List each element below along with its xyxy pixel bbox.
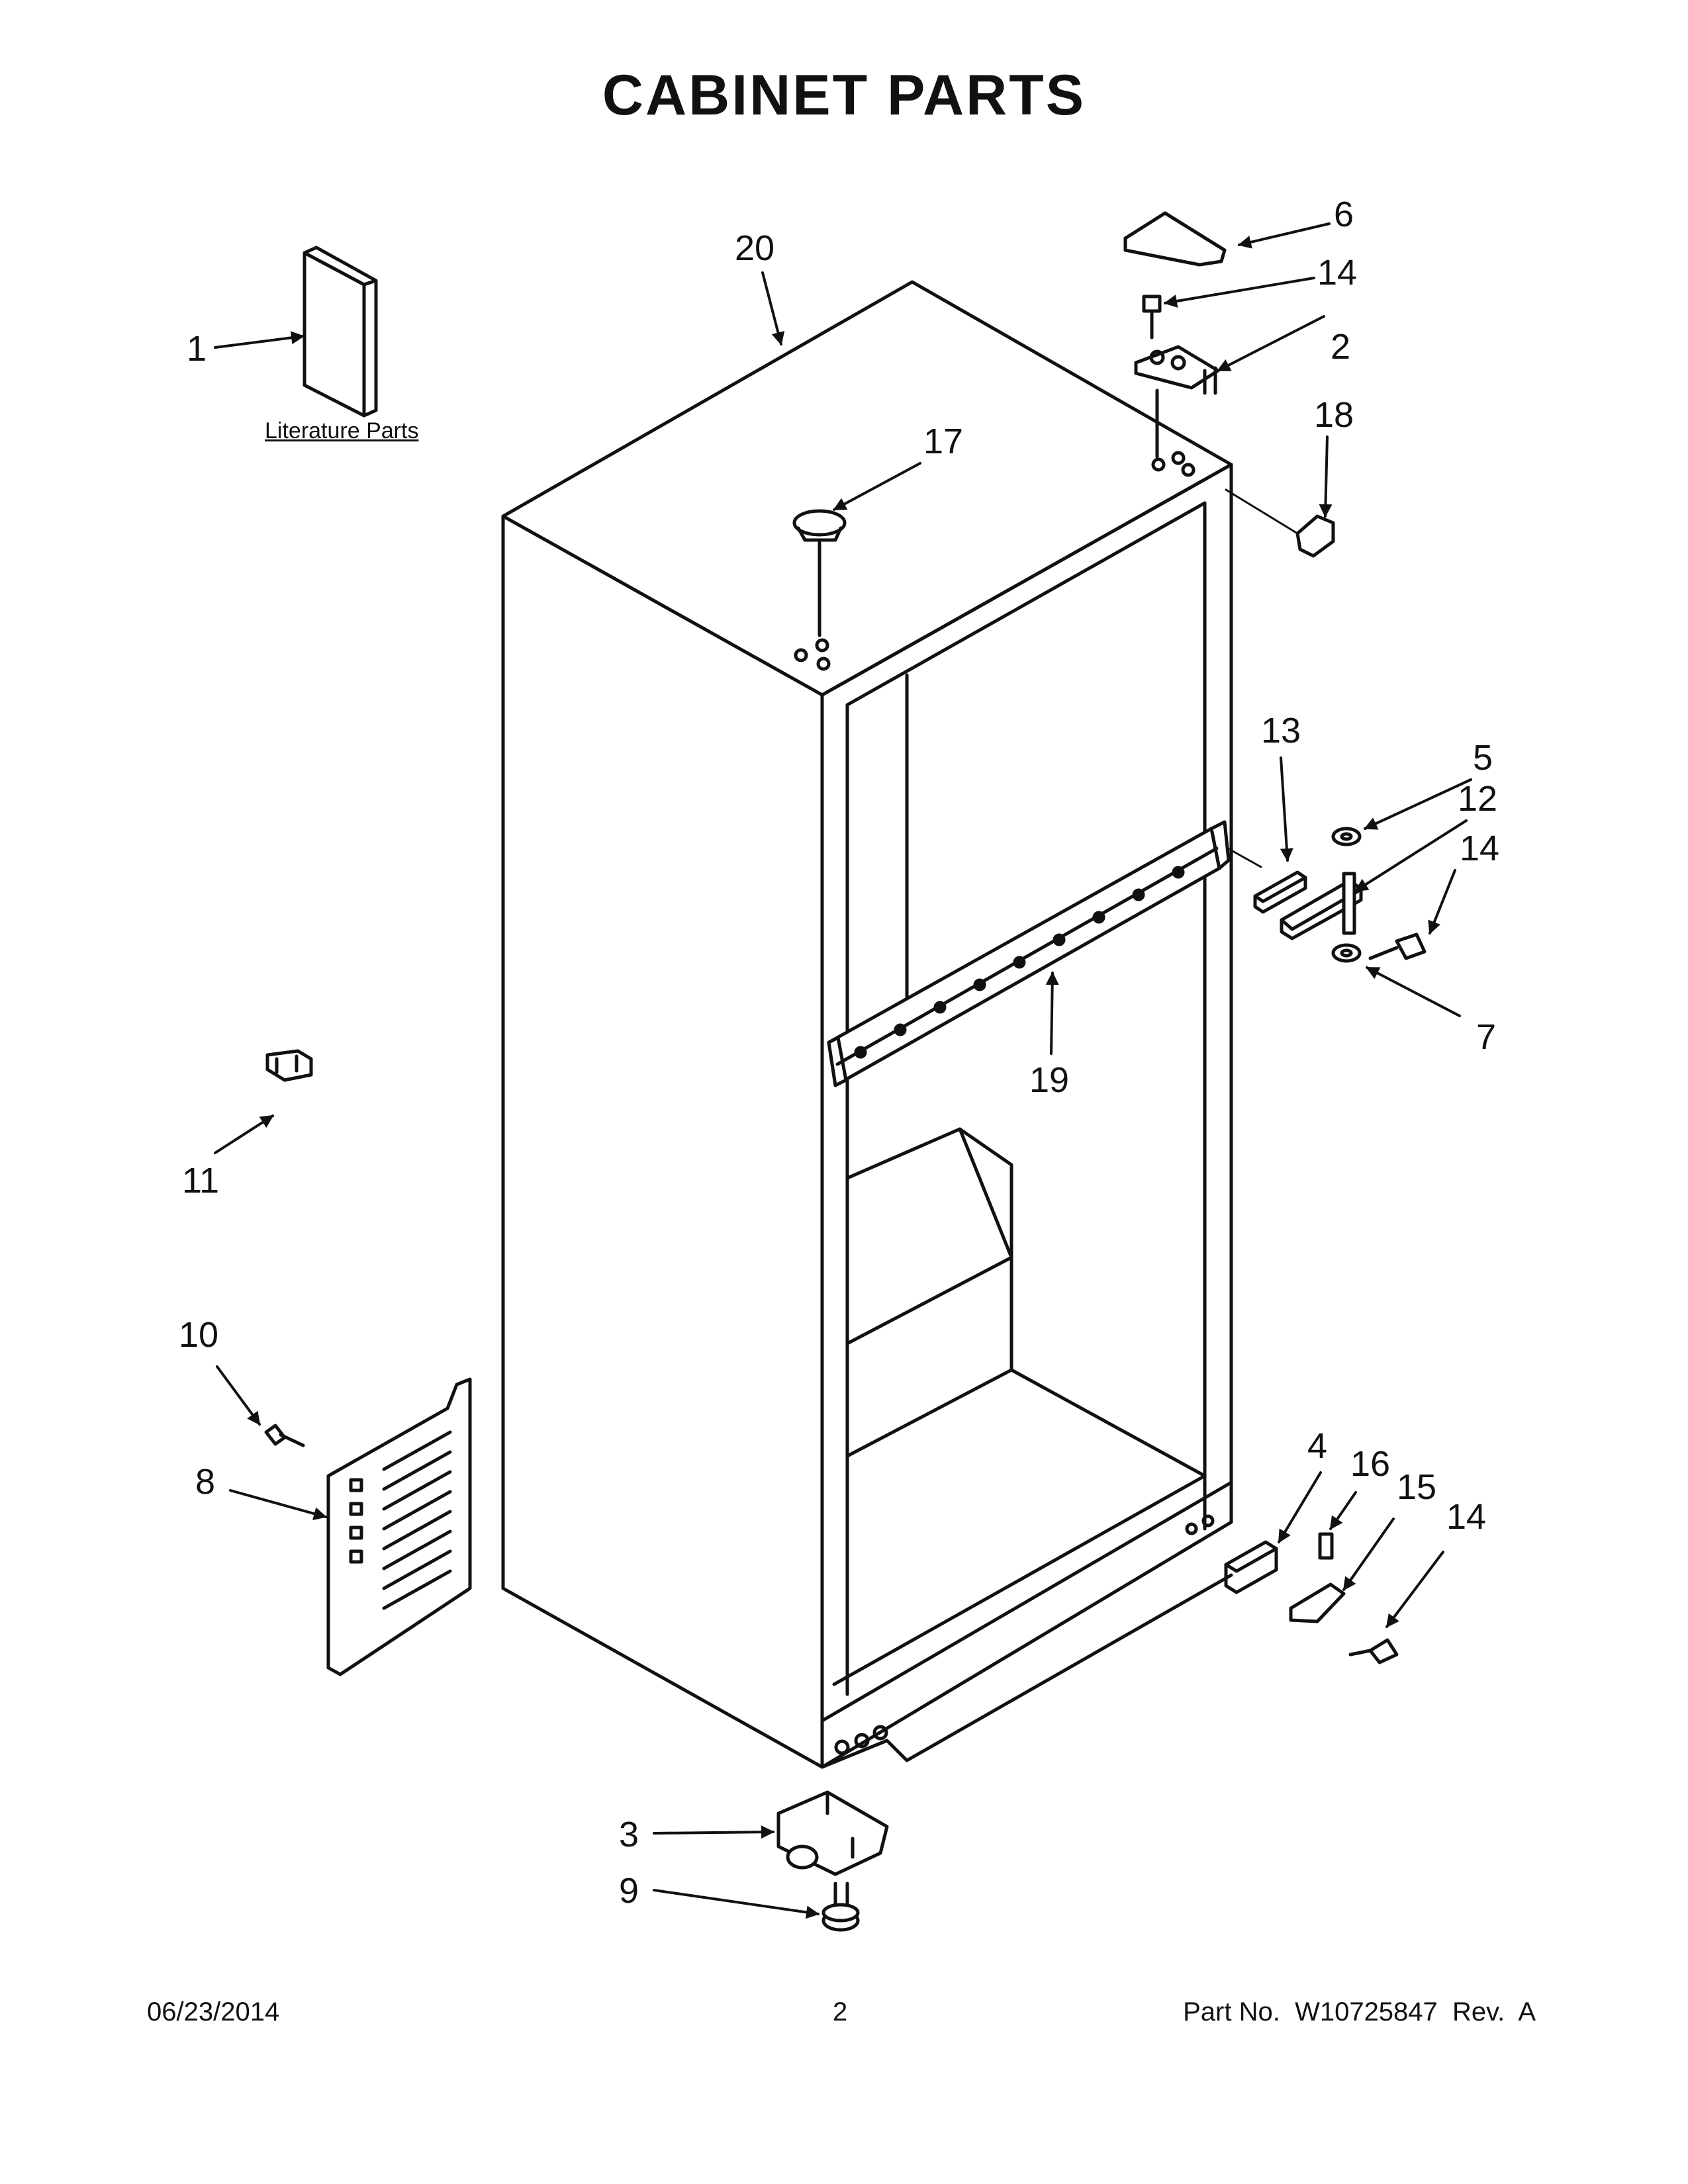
callout-8: 8 [195, 1462, 216, 1502]
callout-14-bottom: 14 [1446, 1497, 1487, 1537]
clip-part [265, 1049, 313, 1082]
callout-6: 6 [1334, 195, 1354, 234]
center-hinge-assembly [1227, 827, 1427, 963]
callout-16: 16 [1350, 1444, 1391, 1484]
roller-assembly-part [776, 1790, 889, 1876]
rear-access-panel [326, 1377, 472, 1676]
callout-17: 17 [923, 422, 964, 461]
literature-parts-label: Literature Parts [265, 418, 419, 443]
callout-leaders [214, 222, 1472, 1919]
callout-7: 7 [1476, 1017, 1497, 1057]
lower-hinge-assembly [1224, 1532, 1399, 1664]
callout-12: 12 [1458, 779, 1498, 819]
divider-rail [827, 820, 1231, 1087]
callout-1: 1 [187, 329, 207, 369]
cabinet-body [501, 280, 1233, 1769]
callout-14-top: 14 [1317, 253, 1358, 293]
hinge-cover-part [1123, 211, 1227, 267]
callout-18: 18 [1314, 395, 1354, 435]
page-title: CABINET PARTS [602, 64, 1086, 127]
panel-screw-part [264, 1424, 305, 1447]
cabinet-plug-part [792, 509, 847, 637]
callout-3: 3 [619, 1815, 639, 1854]
callout-5: 5 [1473, 738, 1493, 778]
footer-part-number: Part No. W10725847 Rev. A [1183, 1997, 1536, 2026]
callout-10: 10 [179, 1315, 219, 1355]
callout-15: 15 [1397, 1467, 1437, 1507]
callout-20: 20 [735, 228, 775, 268]
callout-11: 11 [182, 1161, 220, 1201]
callout-19: 19 [1029, 1060, 1070, 1100]
callout-9: 9 [619, 1871, 639, 1911]
footer-date: 06/23/2014 [147, 1997, 280, 2026]
hinge-shim-part [1225, 488, 1335, 558]
callout-2: 2 [1331, 327, 1351, 367]
top-hinge-screw-part [1142, 295, 1162, 340]
footer-page-number: 2 [833, 1997, 848, 2026]
callout-4: 4 [1307, 1426, 1328, 1466]
callout-13: 13 [1261, 711, 1301, 751]
leveling-leg-part [821, 1882, 860, 1932]
literature-booklet [303, 246, 378, 418]
callout-14-middle: 14 [1460, 829, 1500, 868]
